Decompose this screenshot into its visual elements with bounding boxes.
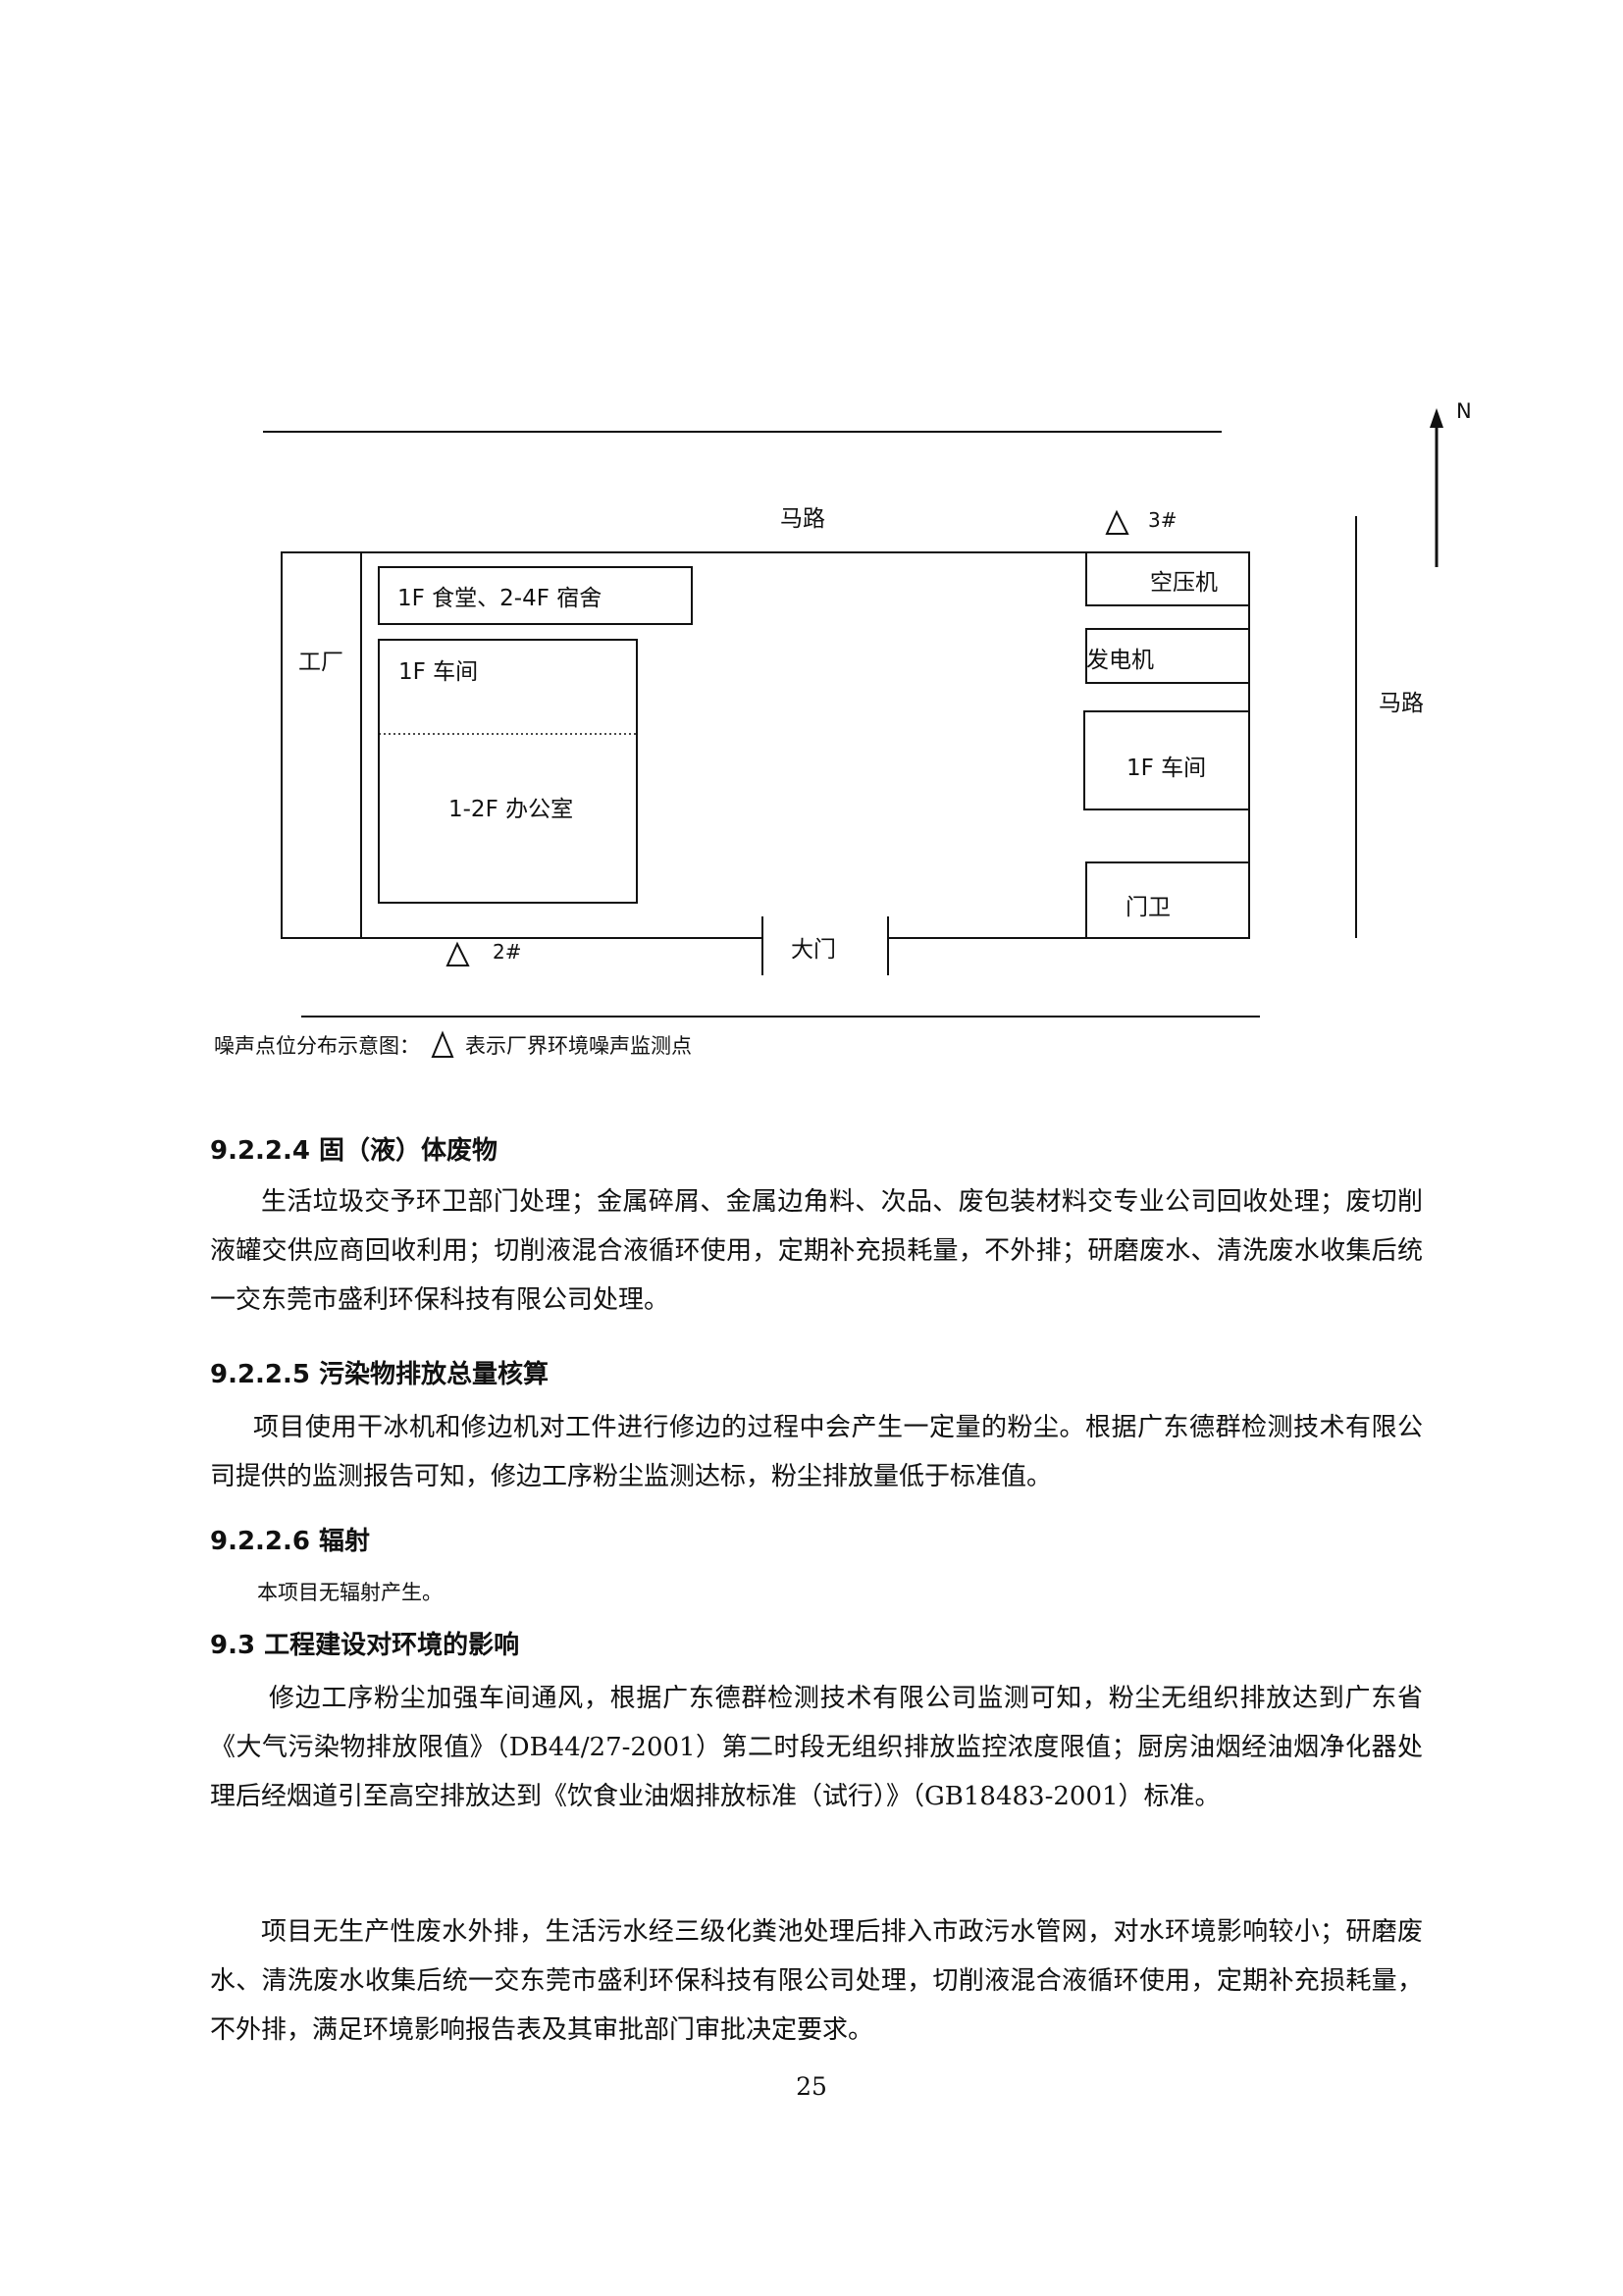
canteen-dorm-label: 1F 食堂、2-4F 宿舍 bbox=[397, 586, 602, 611]
section-9224-body: 生活垃圾交予环卫部门处理；金属碎屑、金属边角料、次品、废包装材料交专业公司回收处… bbox=[210, 1187, 1423, 1315]
road-label-top: 马路 bbox=[780, 506, 825, 532]
workshop-office-building bbox=[378, 639, 638, 904]
road-label-right: 马路 bbox=[1379, 691, 1424, 716]
page-number: 25 bbox=[796, 2072, 827, 2101]
factory-label: 工厂 bbox=[298, 650, 343, 675]
generator-room bbox=[1085, 628, 1250, 684]
section-9224-title: 9.2.2.4 固（液）体废物 bbox=[210, 1136, 498, 1166]
north-label: N bbox=[1456, 399, 1472, 423]
diagram-caption: 噪声点位分布示意图： 表示厂界环境噪声监测点 bbox=[214, 1030, 692, 1060]
air-compressor-room bbox=[1085, 551, 1249, 606]
workshop-right-label: 1F 车间 bbox=[1126, 756, 1206, 781]
north-arrow-icon bbox=[1430, 408, 1443, 567]
monitoring-point-3-icon bbox=[1105, 509, 1129, 535]
main-gate-label: 大门 bbox=[791, 937, 836, 963]
section-9226-body: 本项目无辐射产生。 bbox=[257, 1581, 443, 1604]
office-label: 1-2F 办公室 bbox=[448, 797, 573, 822]
section-93-body-2: 项目无生产性废水外排，生活污水经三级化粪池处理后排入市政污水管网，对水环境影响较… bbox=[210, 1917, 1423, 2045]
guard-label: 门卫 bbox=[1126, 895, 1171, 920]
triangle-marker-icon bbox=[431, 1030, 454, 1058]
canteen-dorm-building bbox=[378, 566, 693, 625]
caption-prefix: 噪声点位分布示意图： bbox=[214, 1034, 420, 1058]
monitoring-point-2-icon bbox=[445, 941, 470, 966]
section-93-body-1: 修边工序粉尘加强车间通风，根据广东德群检测技术有限公司监测可知，粉尘无组织排放达… bbox=[210, 1684, 1423, 1811]
monitoring-point-3-label: 3# bbox=[1148, 508, 1177, 532]
caption-suffix: 表示厂界环境噪声监测点 bbox=[465, 1034, 692, 1058]
monitoring-point-2-label: 2# bbox=[493, 940, 521, 964]
generator-label: 发电机 bbox=[1086, 648, 1154, 673]
guard-room bbox=[1085, 861, 1249, 938]
noise-monitoring-layout-diagram: 马路 N 马路 大门 工厂 1F 食堂、2-4F 宿舍 1F 车间 1-2F 办… bbox=[263, 399, 1472, 1018]
section-93-title: 9.3 工程建设对环境的影响 bbox=[210, 1631, 520, 1660]
air-compressor-label: 空压机 bbox=[1150, 570, 1218, 596]
section-9226-title: 9.2.2.6 辐射 bbox=[210, 1527, 371, 1556]
section-9225-title: 9.2.2.5 污染物排放总量核算 bbox=[210, 1360, 550, 1389]
workshop-left-label: 1F 车间 bbox=[398, 659, 478, 685]
workshop-right-building bbox=[1083, 710, 1250, 810]
section-9225-body: 项目使用干冰机和修边机对工件进行修边的过程中会产生一定量的粉尘。根据广东德群检测… bbox=[210, 1413, 1423, 1491]
